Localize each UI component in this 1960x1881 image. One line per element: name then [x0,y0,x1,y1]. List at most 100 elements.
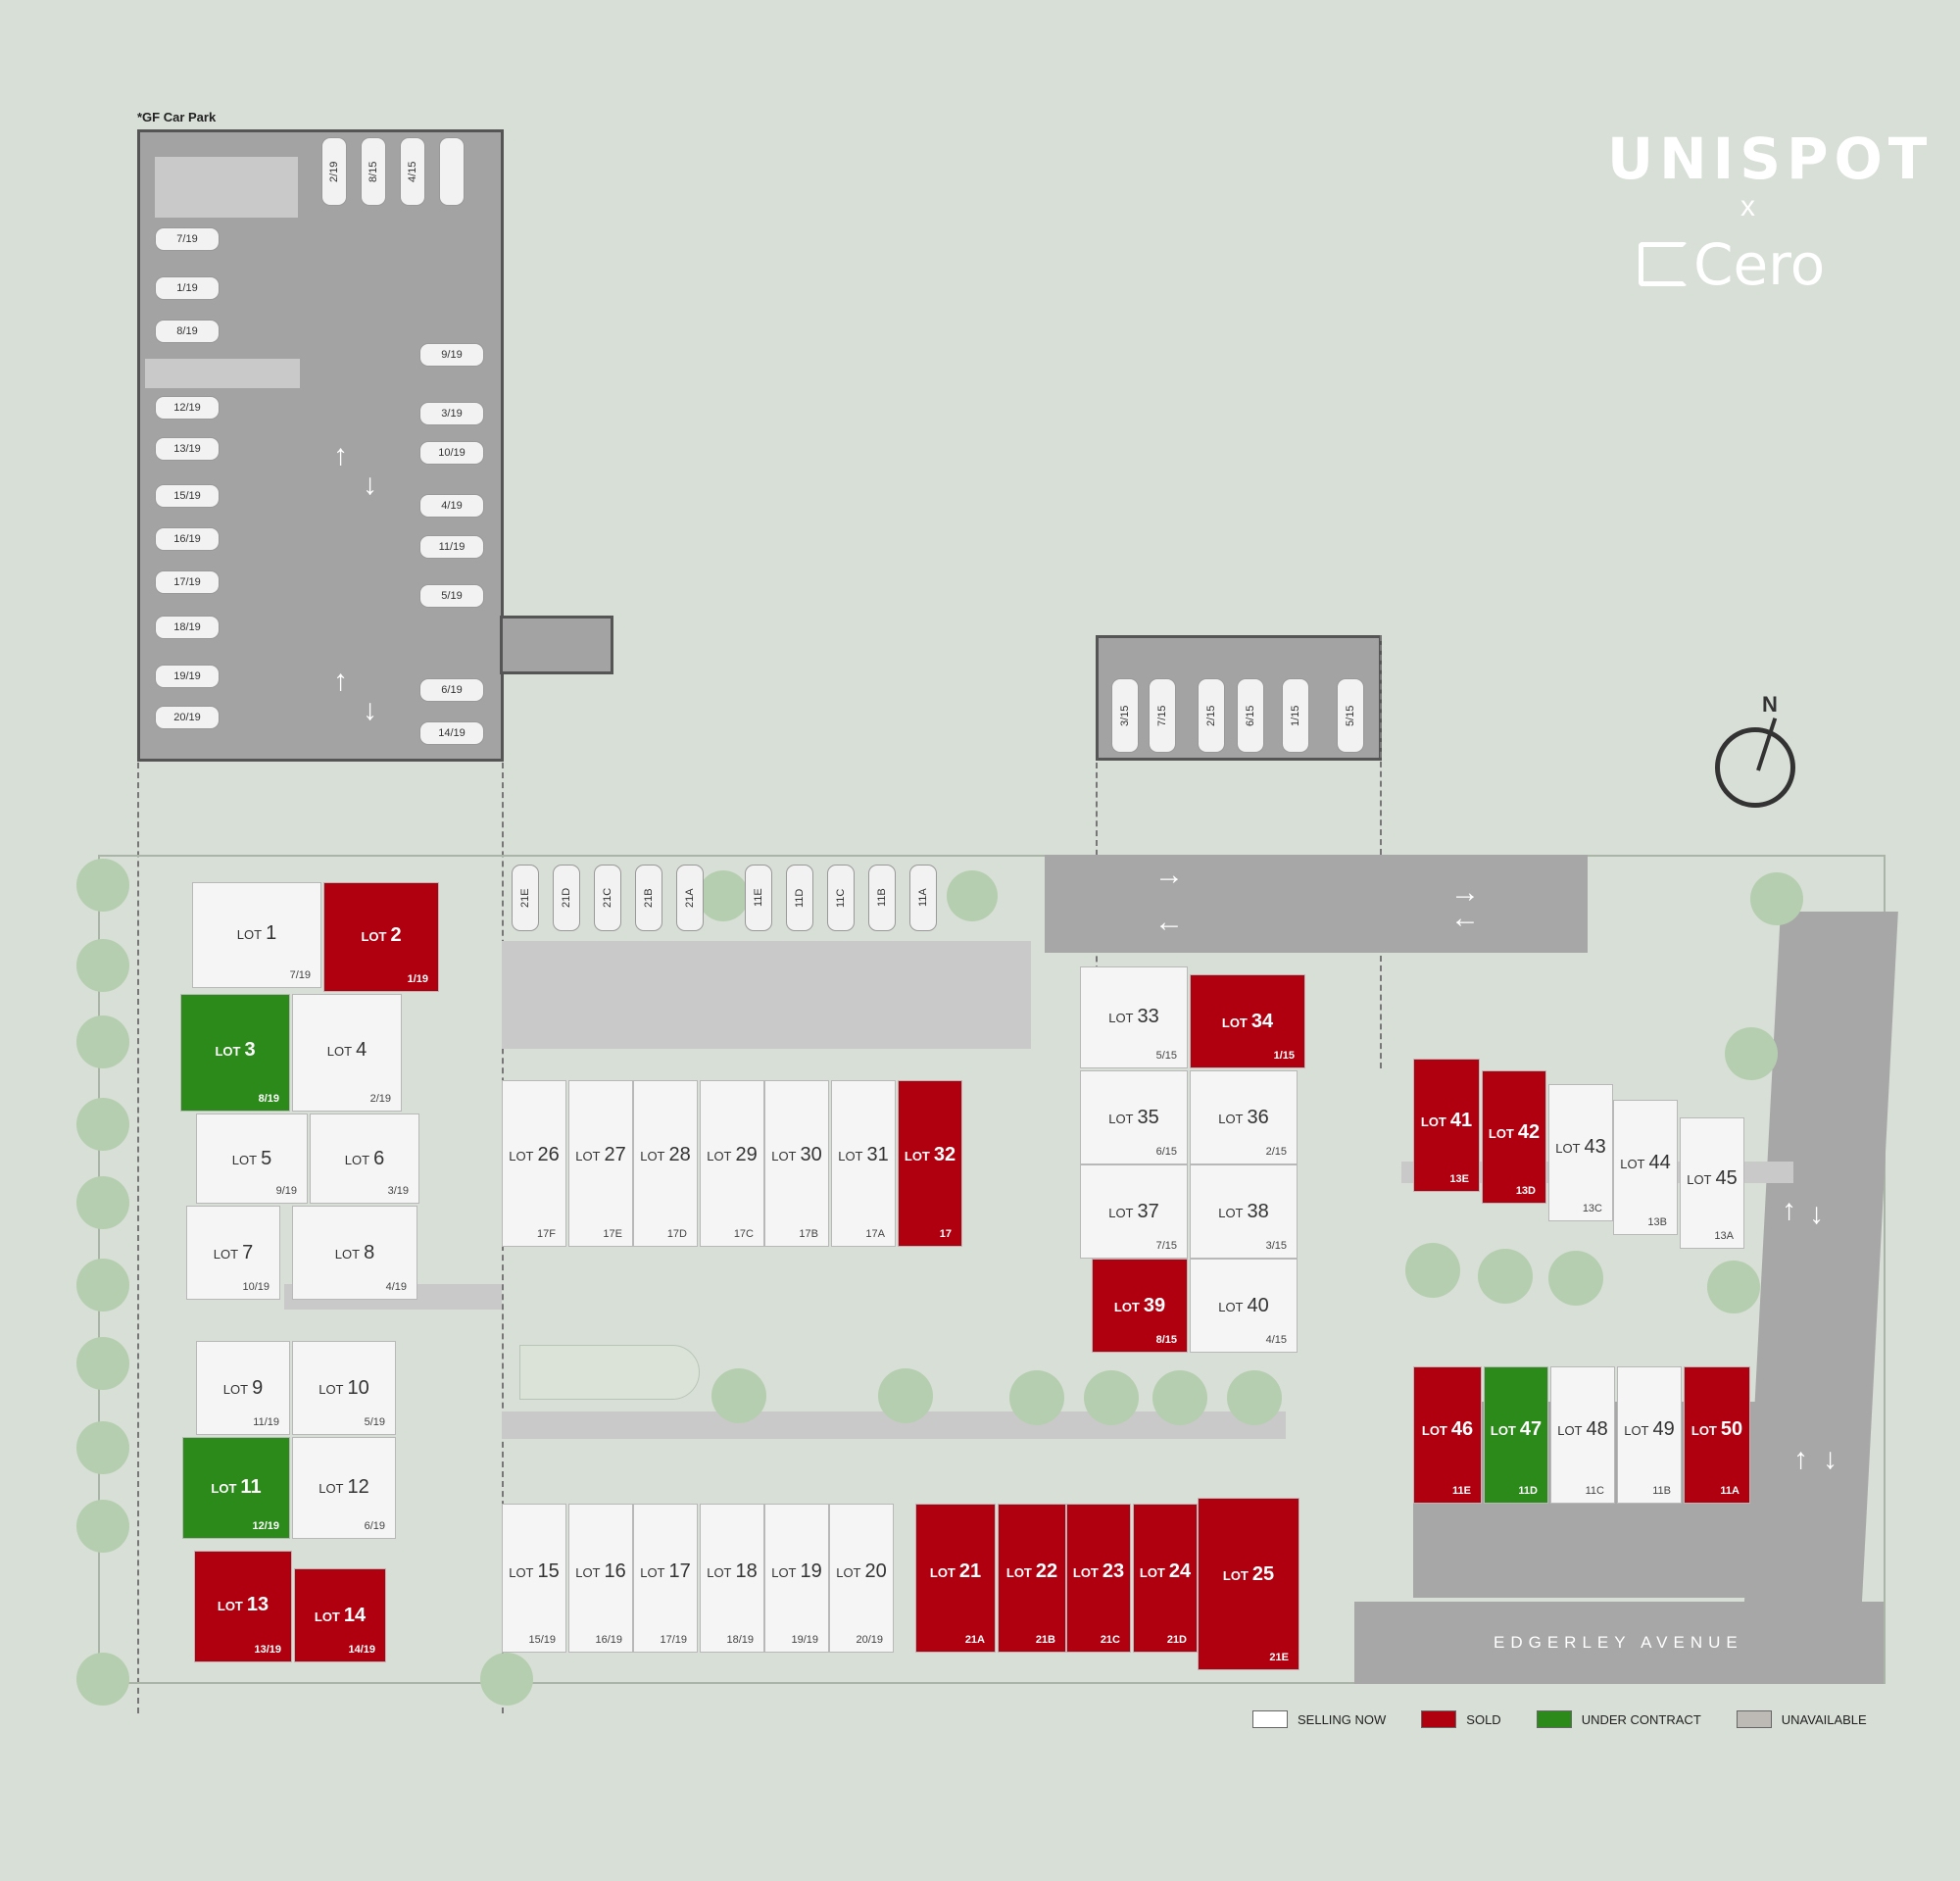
lot-prefix: LOT [1557,1423,1583,1439]
lot-number: 48 [1586,1418,1608,1441]
parking-bay: 2/15 [1198,678,1225,753]
lot-prefix: LOT [326,1043,353,1059]
legend-label: UNAVAILABLE [1781,1711,1867,1727]
lawn-area [519,1345,700,1400]
lot-number: 39 [1143,1294,1166,1316]
parking-bay: 11A [909,865,937,931]
parking-bay: 6/19 [419,678,484,702]
driveway-loop [1401,855,1588,953]
lot-number: 10 [347,1376,369,1399]
car-park-arrow-up-icon: ↑ [333,439,348,471]
lot-prefix: LOT [929,1565,956,1580]
lot-parking-ref: 11/19 [253,1416,279,1428]
parking-bay: 7/15 [1149,678,1176,753]
tree-icon [1707,1261,1760,1313]
lot-number: 32 [933,1143,956,1165]
lot-number: 25 [1251,1563,1275,1586]
parking-bay: 11C [827,865,855,931]
tree-icon [878,1368,933,1423]
lot-prefix: LOT [361,928,387,944]
unispot-logo: UNISPOT [1607,125,1934,192]
lot-number: 19 [800,1560,822,1582]
lot-parking-ref: 20/19 [856,1634,883,1646]
lot-parking-ref: 13E [1449,1173,1469,1185]
lot-number: 23 [1102,1560,1125,1582]
lot-parking-ref: 17 [939,1228,952,1240]
lot-parking-ref: 21A [964,1634,985,1646]
lot-parking-ref: 7/15 [1155,1240,1177,1252]
lot-parking-ref: 17E [603,1228,622,1240]
lot-prefix: LOT [1218,1299,1244,1314]
tree-icon [711,1368,766,1423]
cero-logo-icon [1639,242,1688,286]
driveway-arrow-left-icon: ← [1154,906,1184,938]
lot-number: 14 [343,1604,367,1626]
legend-item: UNAVAILABLE [1736,1710,1867,1728]
lot-parking-ref: 1/19 [407,973,428,985]
lot-number: 1 [266,922,277,945]
connector-line [137,763,139,1713]
lot-parking-ref: 21D [1166,1634,1187,1646]
car-park-arrow-down-icon: ↓ [363,469,377,501]
parking-bay: 11/19 [419,535,484,559]
